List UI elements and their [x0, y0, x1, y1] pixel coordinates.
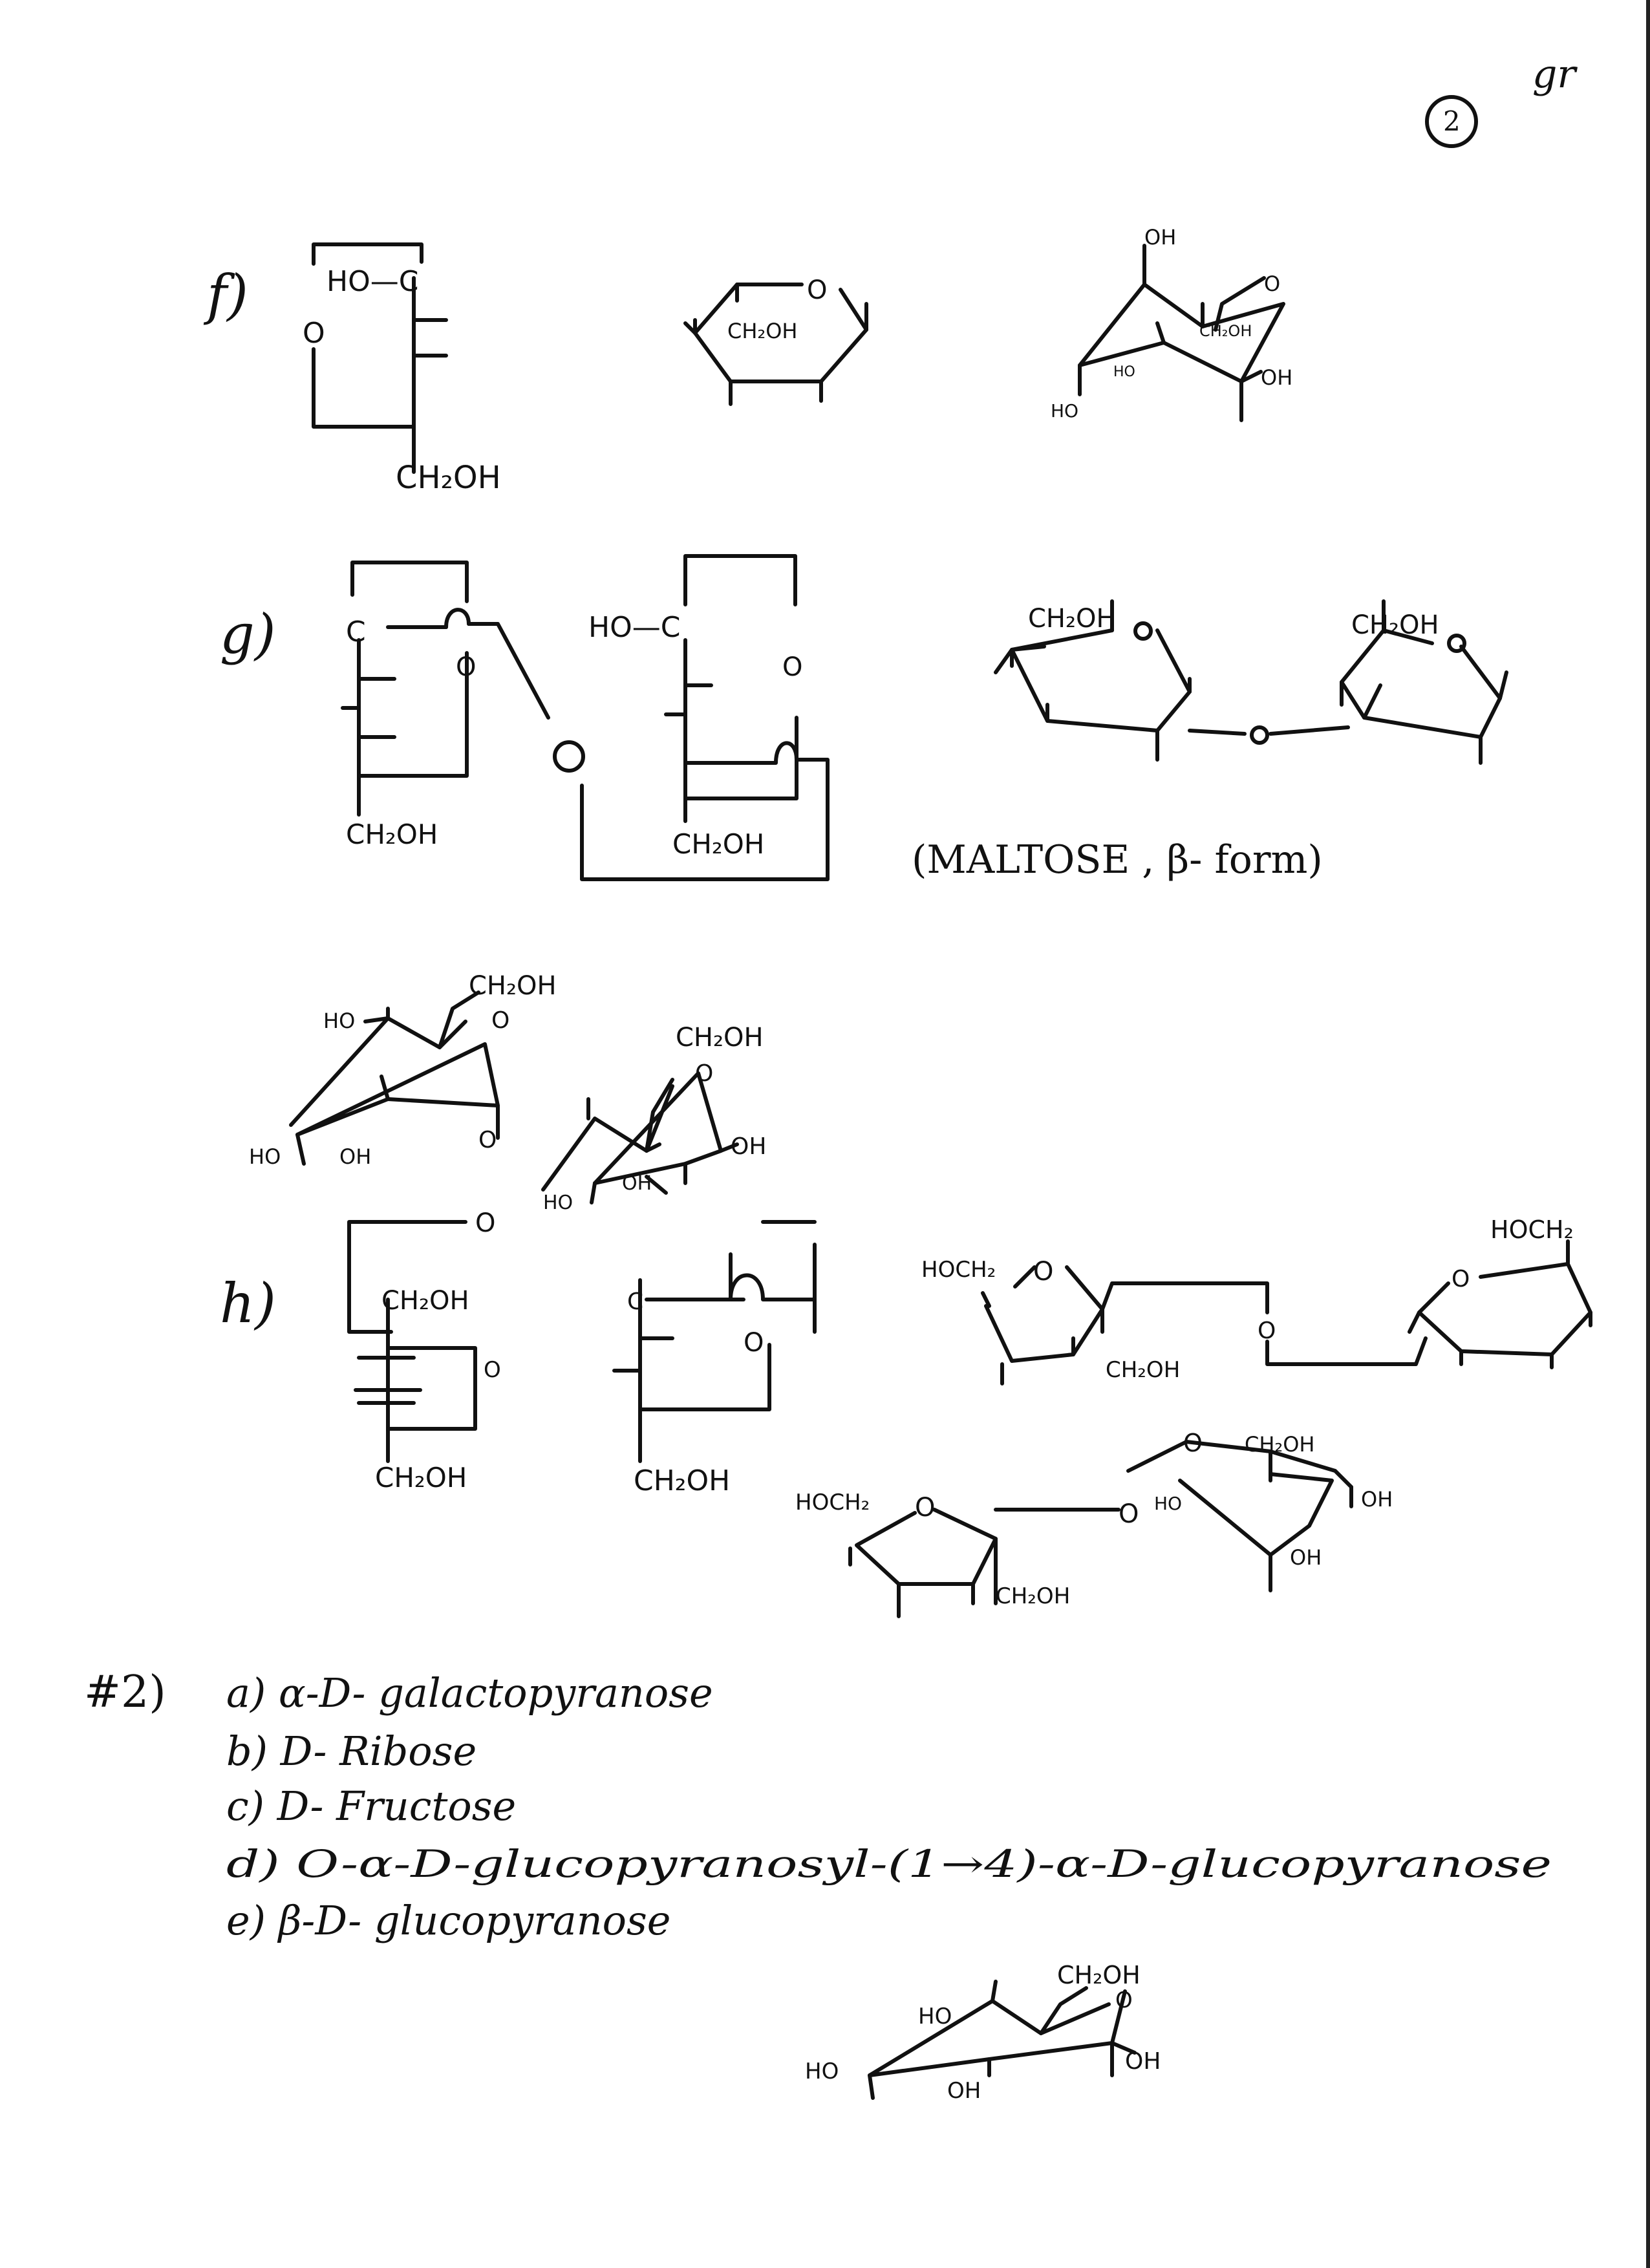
h-bridge-o: O	[475, 1208, 495, 1238]
h-chair-right	[1126, 1440, 1353, 1592]
g-haworth-ch2oh-left: CH₂OH	[1028, 604, 1116, 634]
h-haworth-ring-o-right: O	[1452, 1266, 1470, 1292]
g-haworth-ch2oh-right: CH₂OH	[1351, 610, 1439, 640]
question-2-number: #2)	[84, 1667, 166, 1718]
h-haworth-link-o: O	[1258, 1318, 1276, 1344]
g-haworth-ring-o-right: O	[1448, 632, 1466, 659]
q2-chair-oh-bottom: OH	[947, 2078, 981, 2104]
q2-chair-ch2oh: CH₂OH	[1057, 1961, 1141, 1989]
h-fischer1-ch2oh-bottom: CH₂OH	[375, 1462, 467, 1493]
g-fischer2-ho-c: HO—C	[588, 611, 680, 644]
g-bridge-o: O	[560, 744, 580, 773]
g-haworth-left	[994, 599, 1192, 762]
g-chair-ch2oh-left: CH₂OH	[469, 971, 557, 1001]
h-fischer2-ch2oh: CH₂OH	[634, 1464, 730, 1497]
g-chair-ho-top: HO	[323, 1009, 355, 1033]
h-chair-ho: HO	[1154, 1493, 1182, 1514]
f-chair-ho-mid: HO	[1113, 364, 1135, 380]
f-chair-ring-o: O	[1264, 272, 1280, 296]
g-fischer-structure-2	[580, 554, 830, 881]
answer-e: e) β-D- glucopyranose	[226, 1897, 670, 1944]
h-chair-oh-bottom: OH	[1290, 1545, 1322, 1570]
h-fischer1-ch2oh-top: CH₂OH	[381, 1286, 469, 1316]
h-chair-ch2oh-top: CH₂OH	[1245, 1432, 1314, 1457]
g-haworth-ring-o-mark-right	[1447, 634, 1466, 653]
f-chair-oh-top: OH	[1144, 225, 1176, 250]
f-fischer-structure	[312, 242, 448, 474]
h-haworth-left	[981, 1265, 1428, 1385]
f-haworth-ring	[683, 283, 868, 406]
h-fischer1-o: O	[484, 1357, 501, 1383]
g-chair-oh-bottom-right: OH	[622, 1172, 652, 1195]
h-chair-oh-right: OH	[1361, 1487, 1393, 1512]
h-haworth-ring-o-left: O	[1033, 1257, 1053, 1287]
g-bridge-o-ring	[553, 740, 585, 773]
g-chair-ring-o-right: O	[695, 1060, 713, 1087]
page-number-circle	[1425, 95, 1478, 148]
part-f-label: f)	[203, 263, 248, 326]
h-chair-ch2oh-bottom: CH₂OH	[996, 1583, 1070, 1609]
page-edge	[1646, 0, 1650, 2268]
initials: gr	[1532, 52, 1578, 97]
h-chair-ring-o-right: O	[1183, 1429, 1203, 1457]
g-chair-ho-right: HO	[543, 1192, 573, 1214]
g-chair-ch2oh-right: CH₂OH	[676, 1023, 764, 1053]
g-haworth-ring-o-left: O	[1135, 619, 1153, 646]
answer-c: c) D- Fructose	[226, 1782, 516, 1830]
g-chair-left	[289, 990, 500, 1166]
h-fischer-structure-1	[347, 1220, 477, 1463]
h-haworth-hoch2-right: HOCH₂	[1490, 1215, 1574, 1244]
g-haworth-right	[1188, 599, 1508, 765]
g-fischer1-ch2oh: CH₂OH	[346, 818, 438, 850]
g-chair-oh-right: OH	[731, 1133, 766, 1160]
answer-a: a) α-D- galactopyranose	[226, 1669, 713, 1717]
g-fischer1-o: O	[456, 652, 476, 682]
g-haworth-link-o-mark	[1250, 725, 1269, 745]
g-chair-oh-bottom: OH	[339, 1144, 371, 1169]
q2-chair-ring	[868, 1980, 1137, 2100]
f-haworth-ch2oh: CH₂OH	[727, 319, 797, 343]
q2-chair-ho-left: HO	[805, 2059, 839, 2084]
g-haworth-link-o: O	[1251, 724, 1269, 751]
g-fischer-structure-1	[341, 561, 550, 817]
g-chair-link-o: O	[478, 1127, 497, 1153]
q2-chair-oh-right: OH	[1125, 2048, 1161, 2075]
h-chair-hoch2: HOCH₂	[795, 1490, 870, 1515]
f-chair-oh-right: OH	[1261, 365, 1292, 390]
h-chair-ring-o-left: O	[915, 1493, 935, 1523]
h-chair-left	[848, 1508, 1120, 1618]
f-chair-ring	[1078, 244, 1285, 422]
g-haworth-ring-o-mark-left	[1133, 621, 1153, 641]
page-number: 2	[1443, 105, 1461, 137]
answer-b: b) D- Ribose	[226, 1728, 477, 1775]
q2-chair-ho-top: HO	[918, 2004, 952, 2029]
h-haworth-ch2oh: CH₂OH	[1106, 1357, 1180, 1383]
h-fischer-structure-2	[612, 1220, 817, 1463]
h-fischer2-o: O	[744, 1328, 764, 1358]
answer-d: d) O-α-D-glucopyranosyl-(1→4)-α-D-glucop…	[226, 1842, 1552, 1886]
maltose-caption: (MALTOSE , β- form)	[912, 837, 1323, 883]
part-g-label: g)	[220, 603, 276, 666]
g-fischer2-ch2oh: CH₂OH	[672, 828, 764, 860]
f-chair-ch2oh: CH₂OH	[1199, 322, 1252, 340]
g-fischer1-c: C	[346, 615, 366, 648]
part-h-label: h)	[220, 1272, 276, 1335]
h-chair-link-o: O	[1119, 1499, 1139, 1529]
h-haworth-hoch2: HOCH₂	[921, 1257, 996, 1283]
f-haworth-ring-o: O	[807, 275, 827, 305]
g-fischer2-o: O	[782, 652, 802, 682]
g-chair-ho-left: HO	[249, 1144, 281, 1169]
g-chair-right	[541, 1071, 739, 1204]
f-fischer-ch2oh: CH₂OH	[396, 460, 501, 496]
f-fischer-o: O	[303, 317, 325, 350]
g-chair-ring-o-left: O	[491, 1007, 509, 1034]
h-fischer2-c: C	[627, 1289, 643, 1315]
h-haworth-right	[1408, 1239, 1592, 1369]
f-chair-ho-left: HO	[1051, 400, 1078, 422]
f-fischer-ho-c: HO—C	[327, 265, 418, 298]
q2-chair-ring-o: O	[1115, 1987, 1133, 2013]
